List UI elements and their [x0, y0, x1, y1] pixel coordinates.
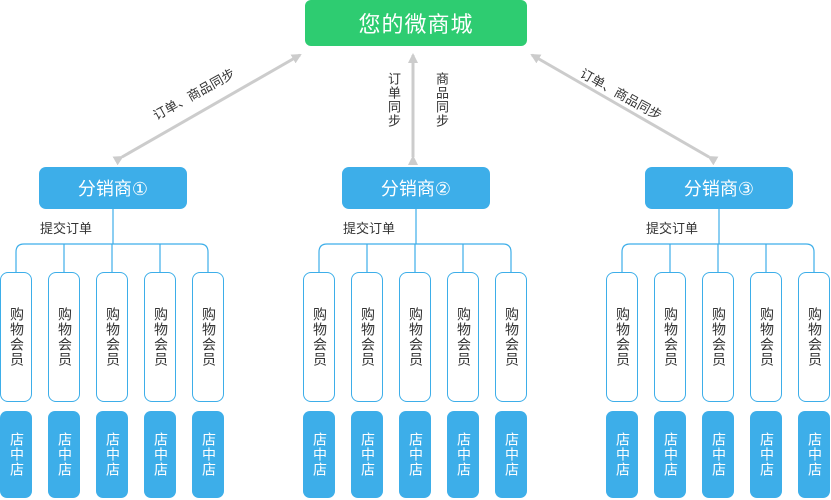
shop-node: 店中店	[447, 411, 479, 498]
member-node: 购物会员	[606, 272, 638, 402]
member-node: 购物会员	[447, 272, 479, 402]
member-node: 购物会员	[96, 272, 128, 402]
member-node: 购物会员	[399, 272, 431, 402]
shop-node: 店中店	[303, 411, 335, 498]
shop-node: 店中店	[48, 411, 80, 498]
member-node: 购物会员	[495, 272, 527, 402]
submit-order-label: 提交订单	[40, 222, 93, 237]
shop-node: 店中店	[399, 411, 431, 498]
member-node: 购物会员	[303, 272, 335, 402]
member-node: 购物会员	[750, 272, 782, 402]
right-sync-arrow	[530, 53, 719, 166]
distributor-label: 分销商①	[77, 179, 149, 200]
member-node: 购物会员	[798, 272, 830, 402]
shop-node: 店中店	[96, 411, 128, 498]
distributor-label: 分销商②	[380, 179, 452, 200]
member-node: 购物会员	[654, 272, 686, 402]
root-node: 您的微商城	[305, 0, 527, 46]
member-node: 购物会员	[702, 272, 734, 402]
center-product-sync-label: 商品同步	[433, 72, 448, 128]
shop-node: 店中店	[192, 411, 224, 498]
shop-node: 店中店	[144, 411, 176, 498]
center-order-sync-label: 订单同步	[385, 72, 400, 128]
distributor-label: 分销商③	[683, 179, 755, 200]
member-node: 购物会员	[351, 272, 383, 402]
shop-node: 店中店	[495, 411, 527, 498]
shop-node: 店中店	[654, 411, 686, 498]
distributor-node: 分销商③	[645, 167, 793, 209]
submit-order-label: 提交订单	[646, 222, 699, 237]
shop-node: 店中店	[750, 411, 782, 498]
shop-node: 店中店	[798, 411, 830, 498]
shop-node: 店中店	[606, 411, 638, 498]
shop-node: 店中店	[351, 411, 383, 498]
member-node: 购物会员	[0, 272, 32, 402]
distributor-node: 分销商①	[39, 167, 187, 209]
left-sync-arrow	[112, 53, 302, 166]
shop-node: 店中店	[0, 411, 32, 498]
distributor-node: 分销商②	[342, 167, 490, 209]
root-label: 您的微商城	[358, 13, 474, 38]
submit-order-label: 提交订单	[343, 222, 396, 237]
member-node: 购物会员	[144, 272, 176, 402]
member-node: 购物会员	[192, 272, 224, 402]
shop-node: 店中店	[702, 411, 734, 498]
member-node: 购物会员	[48, 272, 80, 402]
